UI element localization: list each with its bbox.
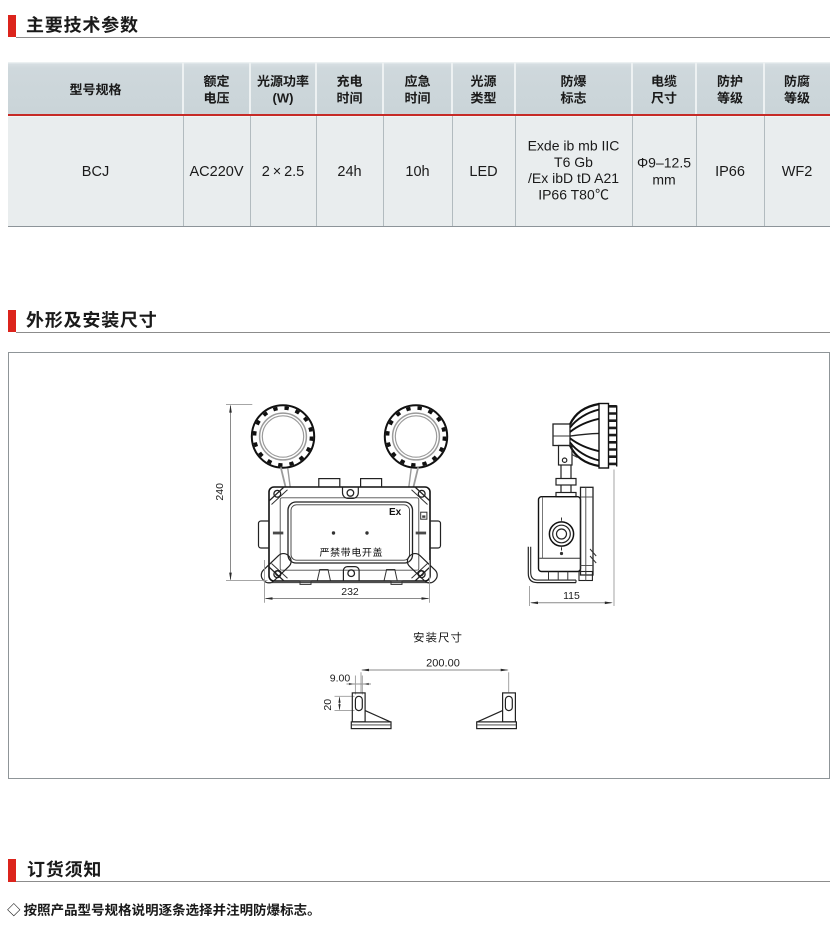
svg-text:200.00: 200.00: [426, 658, 460, 670]
svg-text:IP66: IP66: [715, 164, 745, 180]
svg-text:24h: 24h: [337, 164, 361, 180]
svg-text:Exde ib mb IIC: Exde ib mb IIC: [528, 138, 620, 154]
svg-text:BCJ: BCJ: [82, 164, 109, 180]
svg-text:LED: LED: [469, 164, 497, 180]
svg-text:AC220V: AC220V: [189, 164, 243, 180]
svg-text:Ex: Ex: [389, 507, 402, 518]
svg-text:IP66 T80: IP66 T80: [538, 187, 595, 203]
svg-text:2 × 2.5: 2 × 2.5: [262, 164, 305, 180]
svg-text:240: 240: [214, 483, 226, 501]
svg-text:232: 232: [341, 586, 359, 598]
svg-text:Φ9–12.5: Φ9–12.5: [637, 155, 691, 171]
svg-text:mm: mm: [652, 172, 675, 188]
svg-text:(W): (W): [273, 90, 294, 105]
svg-text:T6 Gb: T6 Gb: [554, 154, 593, 170]
svg-text:10h: 10h: [405, 164, 429, 180]
svg-text:WF2: WF2: [782, 164, 813, 180]
svg-text:/Ex ibD tD A21: /Ex ibD tD A21: [528, 170, 619, 186]
svg-text:115: 115: [563, 590, 580, 602]
svg-text:20: 20: [322, 699, 334, 711]
svg-text:9.00: 9.00: [330, 672, 351, 684]
